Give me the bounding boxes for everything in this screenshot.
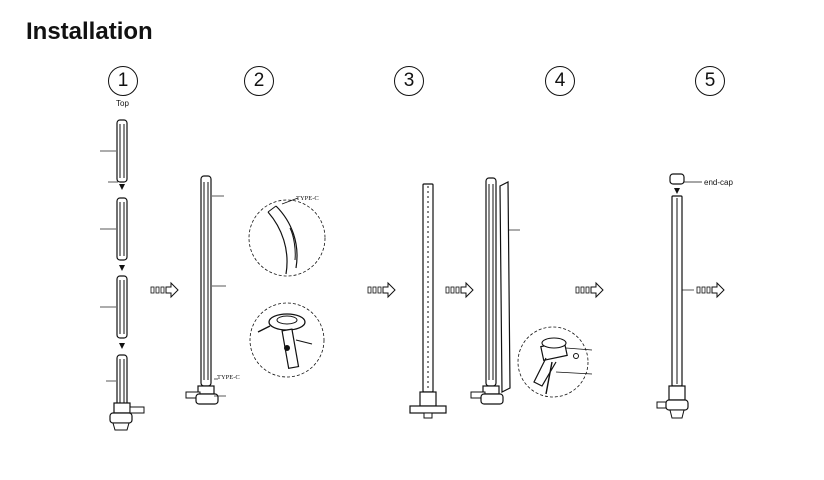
step-4-number: 4 bbox=[545, 66, 575, 96]
step-2-illustration bbox=[185, 175, 326, 405]
step-1-number: 1 bbox=[108, 66, 138, 96]
end-cap-label: end-cap bbox=[704, 178, 733, 187]
step-arrow-icon bbox=[575, 282, 604, 298]
type-c-label-upper: TYPE-C bbox=[296, 195, 319, 202]
top-label: Top bbox=[116, 99, 129, 108]
step-3-illustration bbox=[409, 183, 447, 419]
step-arrow-icon bbox=[696, 282, 725, 298]
step-arrow-icon bbox=[150, 282, 179, 298]
step-arrow-icon bbox=[367, 282, 396, 298]
step-5-illustration bbox=[656, 173, 702, 419]
page-title: Installation bbox=[26, 18, 153, 45]
step-3-number: 3 bbox=[394, 66, 424, 96]
step-5-number: 5 bbox=[695, 66, 725, 96]
step-arrow-icon bbox=[445, 282, 474, 298]
step-2-number: 2 bbox=[244, 66, 274, 96]
type-c-label-lower: TYPE-C bbox=[217, 374, 240, 381]
step-1-illustration bbox=[99, 119, 145, 431]
step-4-illustration bbox=[470, 177, 593, 405]
